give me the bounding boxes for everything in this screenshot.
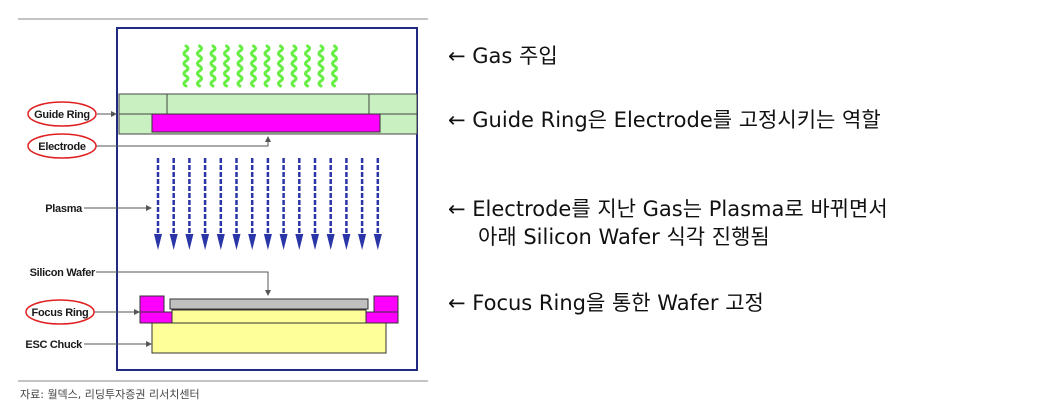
focus-ring-arrowhead xyxy=(134,309,140,315)
gas-wave xyxy=(223,44,230,88)
plasma-arrow xyxy=(201,158,210,250)
guide-ring-highlight xyxy=(27,101,97,127)
plasma-arrows xyxy=(154,158,382,250)
note-gas-injection: ← Gas 주입 xyxy=(448,44,558,68)
plasma-arrow xyxy=(216,158,225,250)
silicon-wafer-label: Silicon Wafer xyxy=(30,267,96,279)
guide-ring-label: Guide Ring xyxy=(34,109,90,121)
focus-ring-label: Focus Ring xyxy=(32,307,89,319)
plasma-arrow xyxy=(295,158,304,250)
plasma-arrow xyxy=(185,158,194,250)
plasma-arrow xyxy=(311,158,319,250)
gas-wave xyxy=(263,44,271,88)
plasma-arrow xyxy=(326,158,335,250)
plasma-arrow xyxy=(263,158,272,250)
chuck-top xyxy=(171,309,367,324)
electrode-highlight xyxy=(27,133,97,159)
plasma-arrow xyxy=(232,158,241,250)
gas-waves xyxy=(182,44,338,88)
plasma-arrow xyxy=(169,158,178,250)
esc-chuck-arrowhead xyxy=(146,341,152,347)
gas-wave xyxy=(304,44,311,88)
gas-wave xyxy=(317,44,325,88)
gas-wave xyxy=(196,44,203,88)
plasma-arrowhead xyxy=(146,205,152,211)
focus-ring-right xyxy=(373,295,399,313)
plasma-arrow xyxy=(154,158,162,250)
note-focus-ring-role: ← Focus Ring을 통한 Wafer 고정 xyxy=(448,291,764,315)
etch-chamber-diagram: Guide Ring Electrode Plasma Silicon Wafe… xyxy=(18,18,428,382)
electrode-arrowhead xyxy=(265,136,271,142)
gas-wave xyxy=(209,44,217,88)
electrode-label: Electrode xyxy=(38,141,86,153)
esc-chuck xyxy=(151,322,387,354)
plasma-arrow xyxy=(248,158,257,250)
esc-chuck-label: ESC Chuck xyxy=(25,339,83,351)
silicon-wafer-arrowhead xyxy=(265,290,271,296)
gas-wave xyxy=(331,44,338,88)
plasma-label: Plasma xyxy=(45,203,83,215)
electrode xyxy=(151,113,381,133)
plasma-arrow xyxy=(373,158,382,250)
source-caption: 자료: 월덱스, 리딩투자증권 리서치센터 xyxy=(20,388,200,401)
note-guide-ring-role: ← Guide Ring은 Electrode를 고정시키는 역할 xyxy=(448,108,881,132)
plasma-arrow xyxy=(279,158,288,250)
plasma-arrow xyxy=(342,158,351,250)
note-plasma-conversion: ← Electrode를 지난 Gas는 Plasma로 바뀌면서 xyxy=(448,197,888,221)
focus-ring-highlight xyxy=(25,299,95,325)
focus-ring-left xyxy=(139,295,165,313)
silicon-wafer xyxy=(169,298,369,310)
guide-ring-arrowhead xyxy=(111,111,117,117)
silicon-wafer-leader xyxy=(96,271,269,293)
guide-ring-left-step xyxy=(118,93,168,115)
gas-wave xyxy=(250,44,257,88)
plasma-arrow xyxy=(358,158,367,250)
note-wafer-etching: 아래 Silicon Wafer 식각 진행됨 xyxy=(478,225,770,249)
gas-wave xyxy=(290,44,298,88)
guide-ring-right-step xyxy=(368,93,418,115)
gas-wave xyxy=(236,44,244,88)
gas-wave xyxy=(277,44,284,88)
gas-wave xyxy=(182,44,190,88)
